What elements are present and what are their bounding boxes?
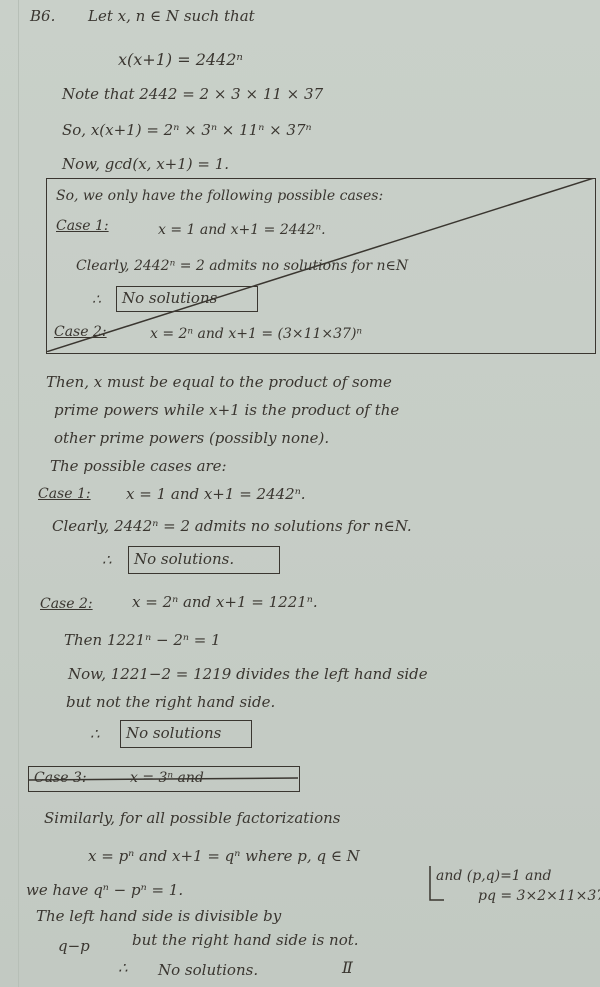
general-equation: x = pⁿ and x+1 = qⁿ where p, q ∈ N: [88, 847, 360, 865]
case1-therefore: ∴: [102, 551, 112, 569]
case3-struck-box: [28, 766, 300, 792]
case3-strike: [28, 777, 298, 781]
we-have: we have qⁿ − pⁿ = 1.: [26, 881, 184, 899]
final-therefore: ∴: [118, 959, 128, 977]
crossed-clearly: Clearly, 2442ⁿ = 2 admits no solutions f…: [76, 258, 409, 274]
case3-label: Case 3:: [34, 770, 87, 786]
case1-text: x = 1 and x+1 = 2442ⁿ.: [126, 485, 306, 503]
rhs-not: but the right hand side is not.: [132, 931, 359, 949]
q-minus-p: q−p: [58, 937, 90, 955]
similarly: Similarly, for all possible factorizatio…: [44, 809, 341, 827]
problem-intro: Let x, n ∈ N such that: [88, 7, 255, 25]
case1-no-solutions-box: [128, 546, 280, 574]
condition-bracket: [429, 866, 444, 901]
lhs-divisible: The left hand side is divisible by: [36, 907, 282, 925]
case2-label: Case 2:: [40, 596, 93, 612]
crossed-case2-label: Case 2:: [54, 324, 107, 340]
crossed-no-solutions: No solutions: [122, 289, 218, 307]
body-then-2: prime powers while x+1 is the product of…: [54, 401, 400, 419]
crossed-therefore: ∴: [92, 292, 101, 308]
expanded-equation: So, x(x+1) = 2ⁿ × 3ⁿ × 11ⁿ × 37ⁿ: [62, 121, 312, 139]
final-no-solutions: No solutions.: [158, 961, 259, 979]
problem-label: B6.: [30, 7, 56, 25]
end-of-proof-mark: Ⅱ: [342, 958, 353, 977]
condition-1: and (p,q)=1 and: [436, 868, 552, 884]
case1-clearly: Clearly, 2442ⁿ = 2 admits no solutions f…: [52, 517, 412, 535]
case2-no-solutions: No solutions: [126, 724, 222, 742]
case1-label: Case 1:: [38, 486, 91, 502]
cross-out-strokes: [46, 178, 594, 352]
possible-cases: The possible cases are:: [50, 457, 227, 475]
case2-therefore: ∴: [90, 725, 100, 743]
case1-no-solutions: No solutions.: [134, 550, 235, 568]
case3-text: x = 3ⁿ and: [130, 770, 204, 786]
main-equation: x(x+1) = 2442ⁿ: [118, 50, 243, 69]
crossed-case2-text: x = 2ⁿ and x+1 = (3×11×37)ⁿ: [150, 326, 363, 342]
crossed-case1-label: Case 1:: [56, 218, 109, 234]
crossed-no-solutions-box: [116, 286, 258, 312]
cases-intro-crossed: So, we only have the following possible …: [56, 188, 384, 204]
case2-then: Then 1221ⁿ − 2ⁿ = 1: [64, 631, 221, 649]
gcd-statement: Now, gcd(x, x+1) = 1.: [62, 155, 230, 173]
condition-2: pq = 3×2×11×37.: [478, 888, 600, 904]
crossed-out-box: [46, 178, 596, 354]
case2-but: but not the right hand side.: [66, 693, 276, 711]
case2-now: Now, 1221−2 = 1219 divides the left hand…: [68, 665, 428, 683]
crossed-case1-text: x = 1 and x+1 = 2442ⁿ.: [158, 222, 326, 238]
case2-text: x = 2ⁿ and x+1 = 1221ⁿ.: [132, 593, 318, 611]
body-then-3: other prime powers (possibly none).: [54, 429, 330, 447]
margin-line: [18, 0, 19, 987]
body-then-1: Then, x must be equal to the product of …: [46, 373, 392, 391]
factorization-note: Note that 2442 = 2 × 3 × 11 × 37: [62, 85, 324, 103]
case2-no-solutions-box: [120, 720, 252, 748]
